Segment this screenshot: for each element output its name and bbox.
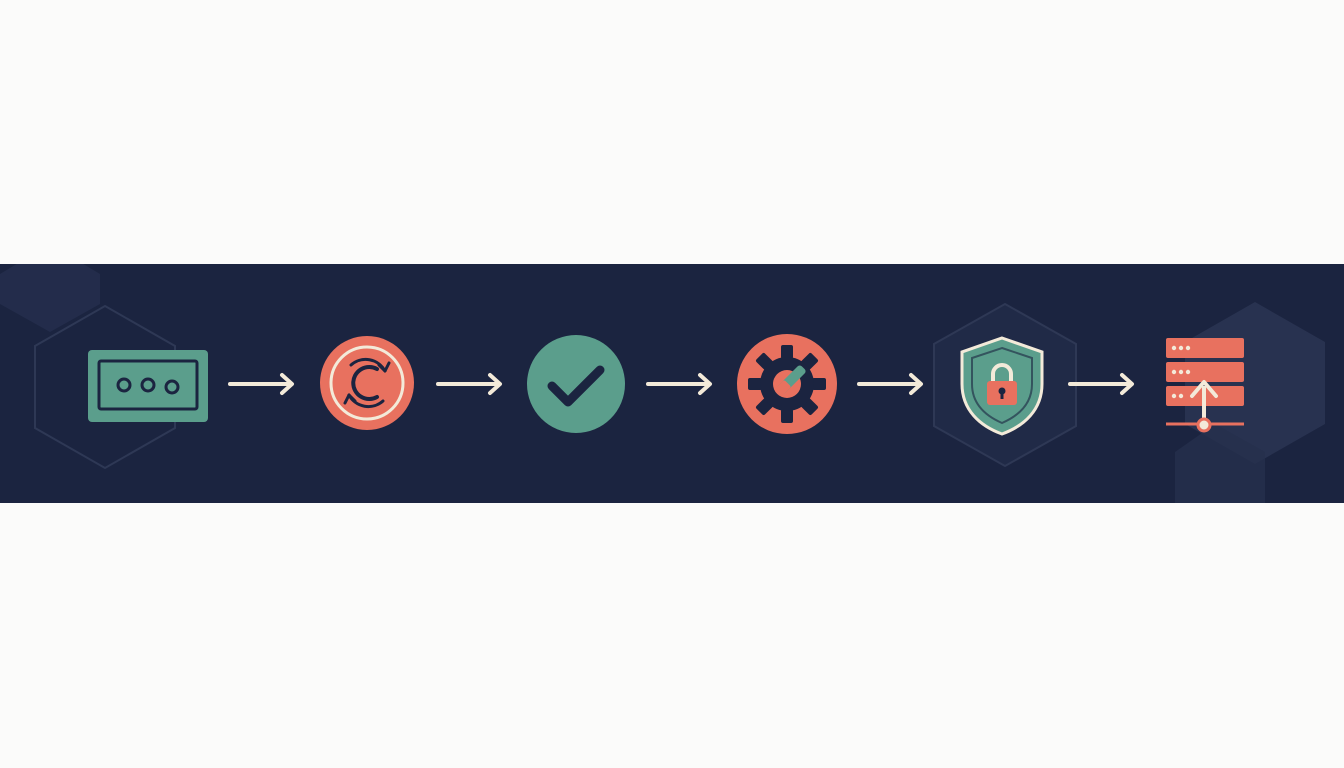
security-shield-lock-icon [960,336,1044,436]
gear-wrench-icon [737,334,837,434]
hexagon-right-low [1175,424,1265,503]
hexagon-left [34,304,176,470]
refresh-cycle-icon [320,336,414,430]
checkmark-icon [527,335,625,433]
pipeline-band [0,264,1344,503]
server-upload-icon [1166,338,1244,433]
arrow-right-icon [857,373,923,395]
hexagon-topleft [0,264,100,332]
arrow-right-icon [228,373,294,395]
terminal-window-icon [88,350,208,422]
arrow-right-icon [646,373,712,395]
arrow-right-icon [1068,373,1134,395]
arrow-right-icon [436,373,502,395]
